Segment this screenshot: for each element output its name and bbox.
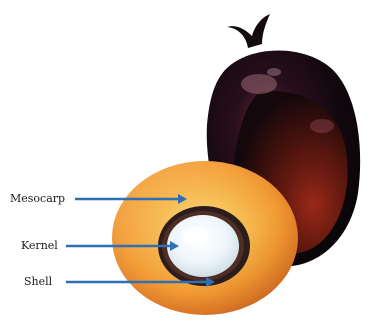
kernel-highlight: [181, 227, 209, 245]
mesocarp-label: Mesocarp: [10, 193, 65, 205]
fruit-reflection: [310, 119, 334, 133]
shell-label: Shell: [24, 276, 52, 288]
fruit-highlight: [241, 74, 277, 94]
fruit-stalk: [227, 14, 270, 48]
kernel-label: Kernel: [21, 240, 58, 252]
fruit-highlight-small: [267, 68, 281, 76]
